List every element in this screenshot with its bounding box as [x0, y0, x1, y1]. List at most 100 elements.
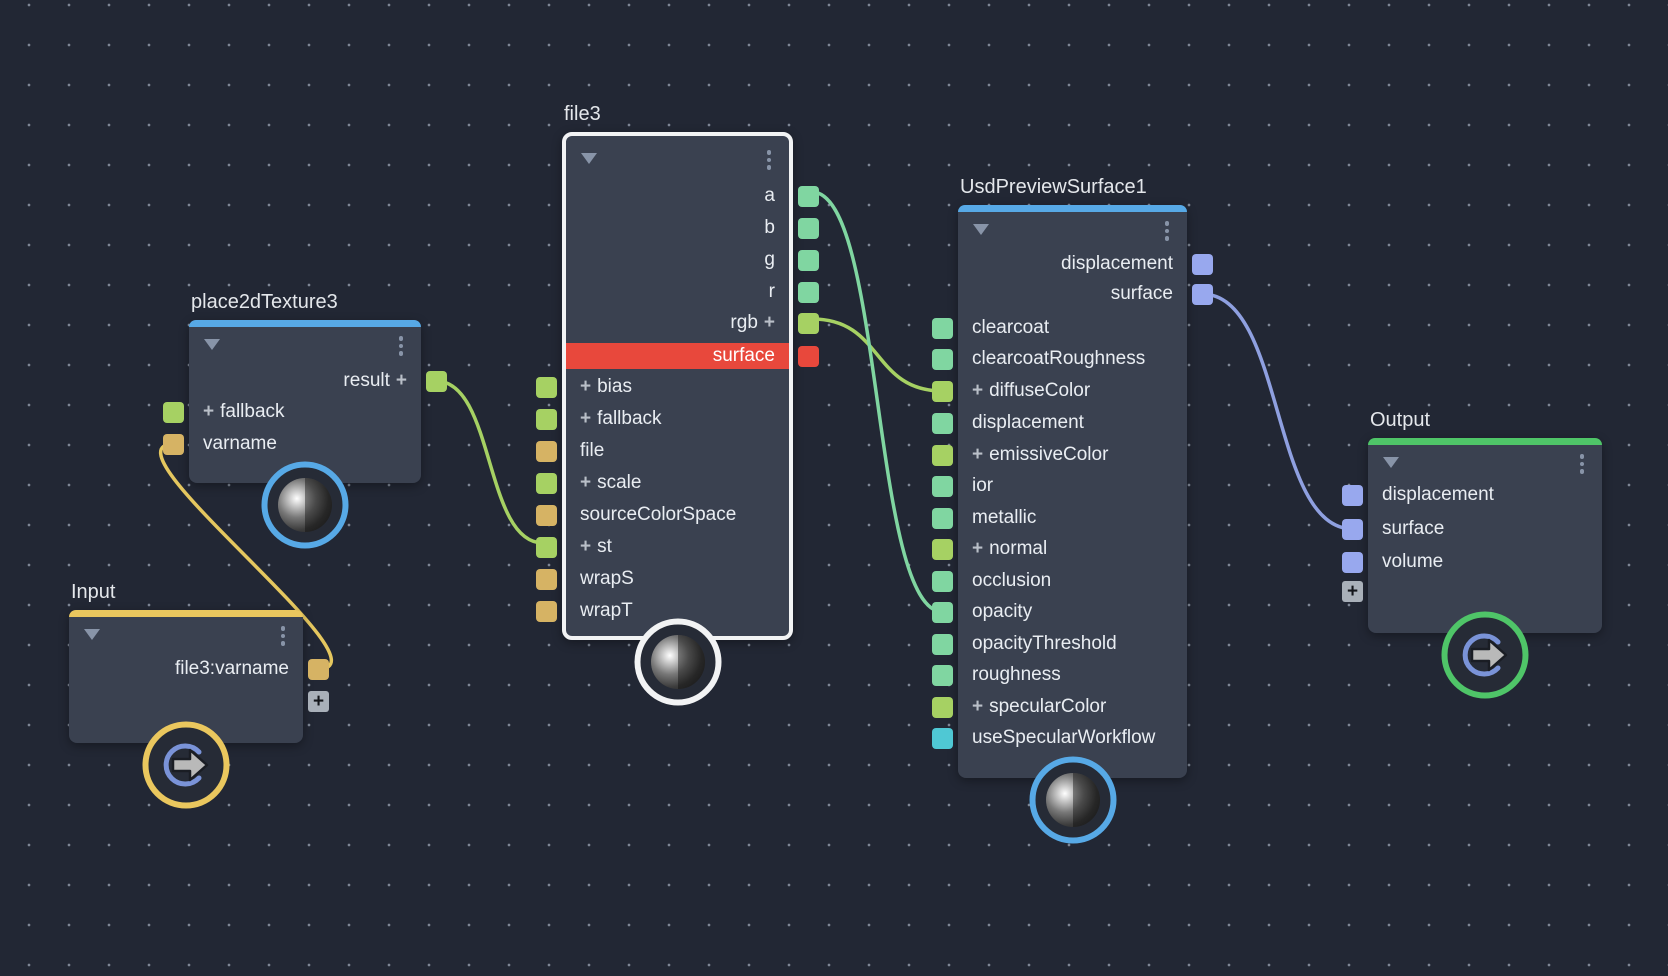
port-socket-ior[interactable]: [932, 476, 953, 497]
port-socket-sourceColorSpace[interactable]: [536, 505, 557, 526]
port-label: fallback: [220, 401, 285, 422]
collapse-chevron-down-icon[interactable]: [973, 224, 989, 235]
port-socket-surface[interactable]: [1192, 284, 1213, 305]
port-row-file3:varname: file3:varname: [69, 656, 303, 682]
port-row-clearcoatRoughness: clearcoatRoughness: [958, 346, 1187, 372]
wire-Input-file3:varname-to-place2dTexture3-varname[interactable]: [158, 442, 334, 671]
graph-node-Input[interactable]: file3:varname+: [69, 610, 329, 743]
port-label: bias: [597, 376, 632, 397]
port-socket-diffuseColor[interactable]: [932, 381, 953, 402]
expand-plus-icon[interactable]: +: [395, 370, 407, 391]
port-socket-wrapS[interactable]: [536, 569, 557, 590]
node-menu-kebab-icon[interactable]: [764, 150, 775, 170]
port-row-scale: +scale: [566, 470, 789, 496]
port-socket-result[interactable]: [426, 371, 447, 392]
wire-UsdPreviewSurface1-surface-to-Output-surface[interactable]: [1200, 292, 1355, 531]
port-label: rgb: [730, 312, 758, 333]
port-socket-file[interactable]: [536, 441, 557, 462]
port-socket-displacement[interactable]: [1192, 254, 1213, 275]
collapse-chevron-down-icon[interactable]: [204, 339, 220, 350]
port-socket-displacement[interactable]: [932, 413, 953, 434]
port-socket-displacement[interactable]: [1342, 485, 1363, 506]
port-socket-volume[interactable]: [1342, 552, 1363, 573]
collapse-chevron-down-icon[interactable]: [581, 153, 597, 164]
port-socket-occlusion[interactable]: [932, 571, 953, 592]
port-label: a: [764, 185, 775, 206]
node-header: [1383, 454, 1587, 474]
collapse-chevron-down-icon[interactable]: [1383, 457, 1399, 468]
add-port-button[interactable]: +: [1342, 581, 1363, 602]
port-socket-opacityThreshold[interactable]: [932, 634, 953, 655]
port-socket-varname[interactable]: [163, 434, 184, 455]
port-socket-fallback[interactable]: [163, 402, 184, 423]
node-menu-kebab-icon[interactable]: [1162, 221, 1173, 241]
port-socket-specularColor[interactable]: [932, 697, 953, 718]
port-socket-fallback[interactable]: [536, 409, 557, 430]
port-row-wrapS: wrapS: [566, 566, 789, 592]
port-socket-wrapT[interactable]: [536, 601, 557, 622]
node-menu-kebab-icon[interactable]: [278, 626, 289, 646]
expand-plus-icon[interactable]: +: [580, 472, 592, 493]
port-socket-roughness[interactable]: [932, 665, 953, 686]
expand-plus-icon[interactable]: +: [203, 401, 215, 422]
port-socket-b[interactable]: [798, 218, 819, 239]
port-socket-metallic[interactable]: [932, 508, 953, 529]
port-label: sourceColorSpace: [580, 504, 737, 525]
port-row-roughness: roughness: [958, 662, 1187, 688]
wire-place2dTexture3-result-to-file3-st[interactable]: [434, 379, 545, 545]
port-label: metallic: [972, 507, 1037, 528]
port-row-displacement: displacement: [1368, 482, 1602, 508]
node-header: [84, 626, 288, 646]
preview-io-arrow-icon[interactable]: [1441, 611, 1529, 699]
expand-plus-icon[interactable]: +: [972, 696, 984, 717]
port-socket-scale[interactable]: [536, 473, 557, 494]
port-socket-normal[interactable]: [932, 539, 953, 560]
expand-plus-icon[interactable]: +: [580, 536, 592, 557]
port-socket-surface[interactable]: [1342, 519, 1363, 540]
preview-sphere-icon[interactable]: [634, 618, 722, 706]
port-socket-useSpecularWorkflow[interactable]: [932, 728, 953, 749]
expand-plus-icon[interactable]: +: [763, 312, 775, 333]
expand-plus-icon[interactable]: +: [972, 538, 984, 559]
port-socket-bias[interactable]: [536, 377, 557, 398]
port-socket-file3:varname[interactable]: [308, 659, 329, 680]
collapse-chevron-down-icon[interactable]: [84, 629, 100, 640]
preview-io-arrow-icon[interactable]: [142, 721, 230, 809]
expand-plus-icon[interactable]: +: [580, 408, 592, 429]
port-socket-g[interactable]: [798, 250, 819, 271]
expand-plus-icon[interactable]: +: [972, 444, 984, 465]
port-socket-emissiveColor[interactable]: [932, 445, 953, 466]
wire-file3-rgb-to-UsdPreviewSurface1-diffuseColor[interactable]: [810, 317, 945, 393]
port-row-diffuseColor: +diffuseColor: [958, 378, 1187, 404]
preview-sphere-icon[interactable]: [261, 461, 349, 549]
port-socket-opacity[interactable]: [932, 602, 953, 623]
port-row-r: r: [566, 279, 789, 305]
port-row-occlusion: occlusion: [958, 568, 1187, 594]
add-port-button[interactable]: +: [308, 691, 329, 712]
expand-plus-icon[interactable]: +: [972, 380, 984, 401]
port-socket-a[interactable]: [798, 186, 819, 207]
port-socket-clearcoatRoughness[interactable]: [932, 349, 953, 370]
port-socket-st[interactable]: [536, 537, 557, 558]
port-row-fallback: +fallback: [189, 399, 421, 425]
expand-plus-icon[interactable]: +: [580, 376, 592, 397]
port-row-fallback: +fallback: [566, 406, 789, 432]
port-label: result: [343, 370, 390, 391]
preview-sphere-icon[interactable]: [1029, 756, 1117, 844]
port-socket-clearcoat[interactable]: [932, 318, 953, 339]
port-row-b: b: [566, 215, 789, 241]
wire-file3-a-to-UsdPreviewSurface1-opacity[interactable]: [810, 190, 945, 614]
port-row-a: a: [566, 183, 789, 209]
port-label: st: [597, 536, 612, 557]
port-socket-r[interactable]: [798, 282, 819, 303]
port-socket-rgb[interactable]: [798, 313, 819, 334]
node-menu-kebab-icon[interactable]: [396, 336, 407, 356]
port-label: r: [768, 281, 775, 302]
node-menu-kebab-icon[interactable]: [1577, 454, 1588, 474]
port-socket-surface[interactable]: [798, 346, 819, 367]
